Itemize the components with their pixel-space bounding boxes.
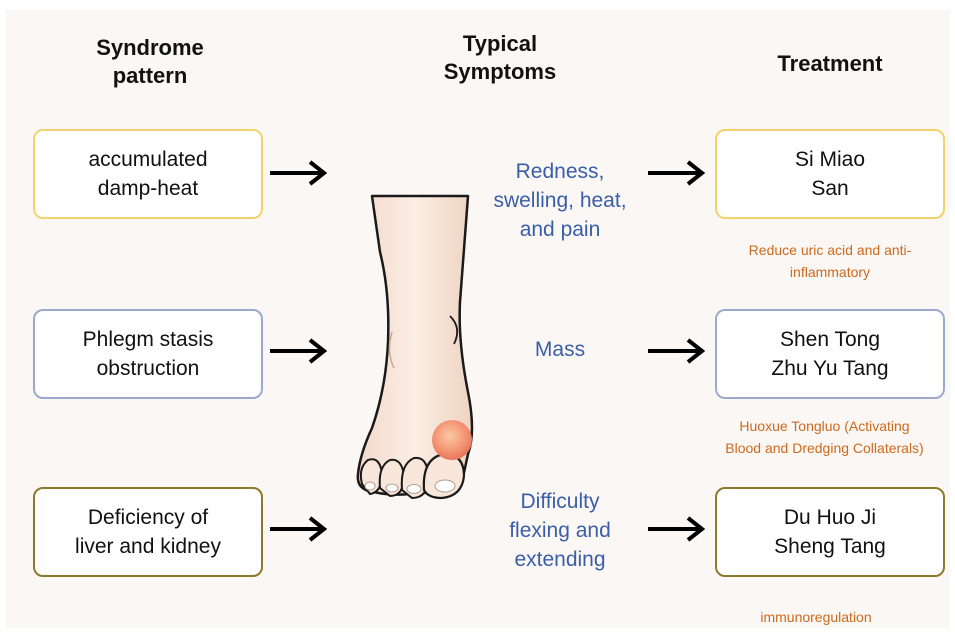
syndrome-box-liver-kidney-deficiency: Deficiency of liver and kidney xyxy=(33,487,263,577)
symptom-difficulty-flexing: Difficulty flexing and extending xyxy=(470,487,650,574)
syndrome-box-damp-heat: accumulated damp-heat xyxy=(33,129,263,219)
syndrome-box-phlegm-stasis: Phlegm stasis obstruction xyxy=(33,309,263,399)
header-syndrome-pattern: Syndrome pattern xyxy=(60,34,240,90)
treatment-box-si-miao-san: Si Miao San xyxy=(715,129,945,219)
arrow-right-icon xyxy=(268,160,330,186)
arrow-right-icon xyxy=(268,516,330,542)
treatment-box-du-huo-ji-sheng-tang: Du Huo Ji Sheng Tang xyxy=(715,487,945,577)
arrow-right-icon xyxy=(646,338,708,364)
symptom-redness-swelling: Redness, swelling, heat, and pain xyxy=(470,157,650,244)
foot-illustration xyxy=(350,192,480,512)
treatment-box-shen-tong-zhu-yu-tang: Shen Tong Zhu Yu Tang xyxy=(715,309,945,399)
arrow-right-icon xyxy=(268,338,330,364)
symptom-mass: Mass xyxy=(470,335,650,364)
header-treatment: Treatment xyxy=(740,50,920,78)
arrow-right-icon xyxy=(646,516,708,542)
arrow-right-icon xyxy=(646,160,708,186)
header-typical-symptoms: Typical Symptoms xyxy=(410,30,590,86)
treatment-note-uric-acid: Reduce uric acid and anti- inflammatory xyxy=(700,239,955,283)
treatment-note-immunoregulation: immunoregulation xyxy=(716,606,916,628)
treatment-note-huoxue-tongluo: Huoxue Tongluo (Activating Blood and Dre… xyxy=(694,415,955,459)
